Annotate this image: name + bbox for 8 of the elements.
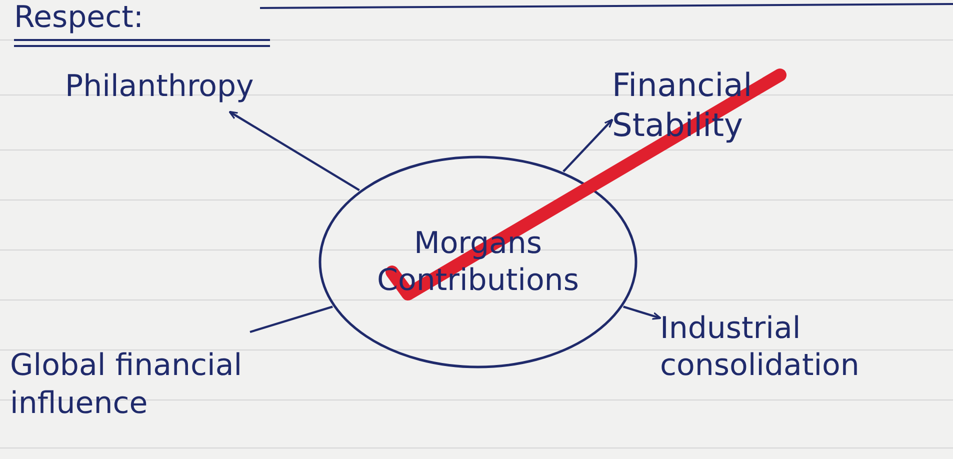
central-ellipse [318,155,638,369]
arrow [623,306,662,320]
branch-text: Philanthropy [65,68,254,106]
arrow [228,110,360,192]
title: Respect: [14,0,144,35]
branch-text: Industrial consolidation [660,310,860,384]
arrow [562,118,614,172]
branch-text: Global financial influence [10,347,244,422]
